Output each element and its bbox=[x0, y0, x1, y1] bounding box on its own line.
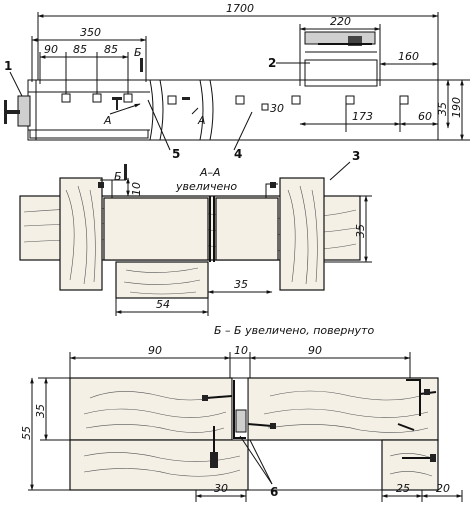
dim-35-gap: 35 bbox=[234, 278, 248, 291]
section-bb: Б – Б увеличено, повернуто 90 10 90 bbox=[20, 324, 463, 502]
dim-350: 350 bbox=[80, 26, 101, 39]
section-b-mark-top: Б bbox=[134, 46, 142, 59]
dim-35-right: 35 bbox=[436, 102, 449, 116]
dim-173: 173 bbox=[352, 110, 373, 123]
dim-90-top: 90 bbox=[44, 43, 58, 56]
dim-1700: 1700 bbox=[226, 2, 254, 15]
dim-35-section: 35 bbox=[354, 224, 367, 238]
callout-3: 3 bbox=[352, 149, 360, 163]
tail-vise bbox=[299, 31, 381, 87]
dim-20-bottom: 20 bbox=[436, 482, 450, 495]
dim-160: 160 bbox=[398, 50, 419, 63]
dim-54: 54 bbox=[156, 298, 170, 311]
section-a-mark-bottom: A bbox=[197, 114, 206, 127]
section-aa-note: увеличено bbox=[175, 180, 237, 193]
front-vise bbox=[4, 95, 149, 139]
dim-90-left: 90 bbox=[148, 344, 162, 357]
callout-4: 4 bbox=[234, 147, 242, 161]
dim-220: 220 bbox=[330, 15, 351, 28]
dim-35-left: 35 bbox=[34, 404, 47, 418]
callout-1: 1 bbox=[4, 59, 12, 73]
dim-30-bottom: 30 bbox=[214, 482, 228, 495]
dim-85-b: 85 bbox=[104, 43, 118, 56]
dim-25-bottom: 25 bbox=[396, 482, 410, 495]
section-b-mark-mid: Б bbox=[114, 170, 122, 183]
dim-10-mid: 10 bbox=[234, 344, 248, 357]
section-bb-title: Б – Б увеличено, повернуто bbox=[214, 324, 374, 337]
dim-30-hole: 30 bbox=[270, 102, 284, 115]
section-aa-title: А–А bbox=[199, 166, 221, 179]
callout-6: 6 bbox=[270, 485, 278, 499]
callout-2: 2 bbox=[268, 56, 276, 70]
bench-top: 30 bbox=[27, 79, 439, 141]
dim-10-section: 10 bbox=[130, 182, 143, 196]
section-aa: 5 4 3 А–А увеличено Б 10 bbox=[19, 147, 372, 316]
dim-90-right: 90 bbox=[308, 344, 322, 357]
dim-55-left: 55 bbox=[20, 426, 33, 440]
plan-view: 1700 350 90 85 85 Б 220 bbox=[4, 2, 470, 151]
callout-5: 5 bbox=[172, 147, 180, 161]
dim-60: 60 bbox=[418, 110, 432, 123]
dim-190: 190 bbox=[450, 97, 463, 118]
section-a-mark-top: A bbox=[103, 114, 112, 127]
dim-85-a: 85 bbox=[73, 43, 87, 56]
screws bbox=[202, 389, 437, 468]
